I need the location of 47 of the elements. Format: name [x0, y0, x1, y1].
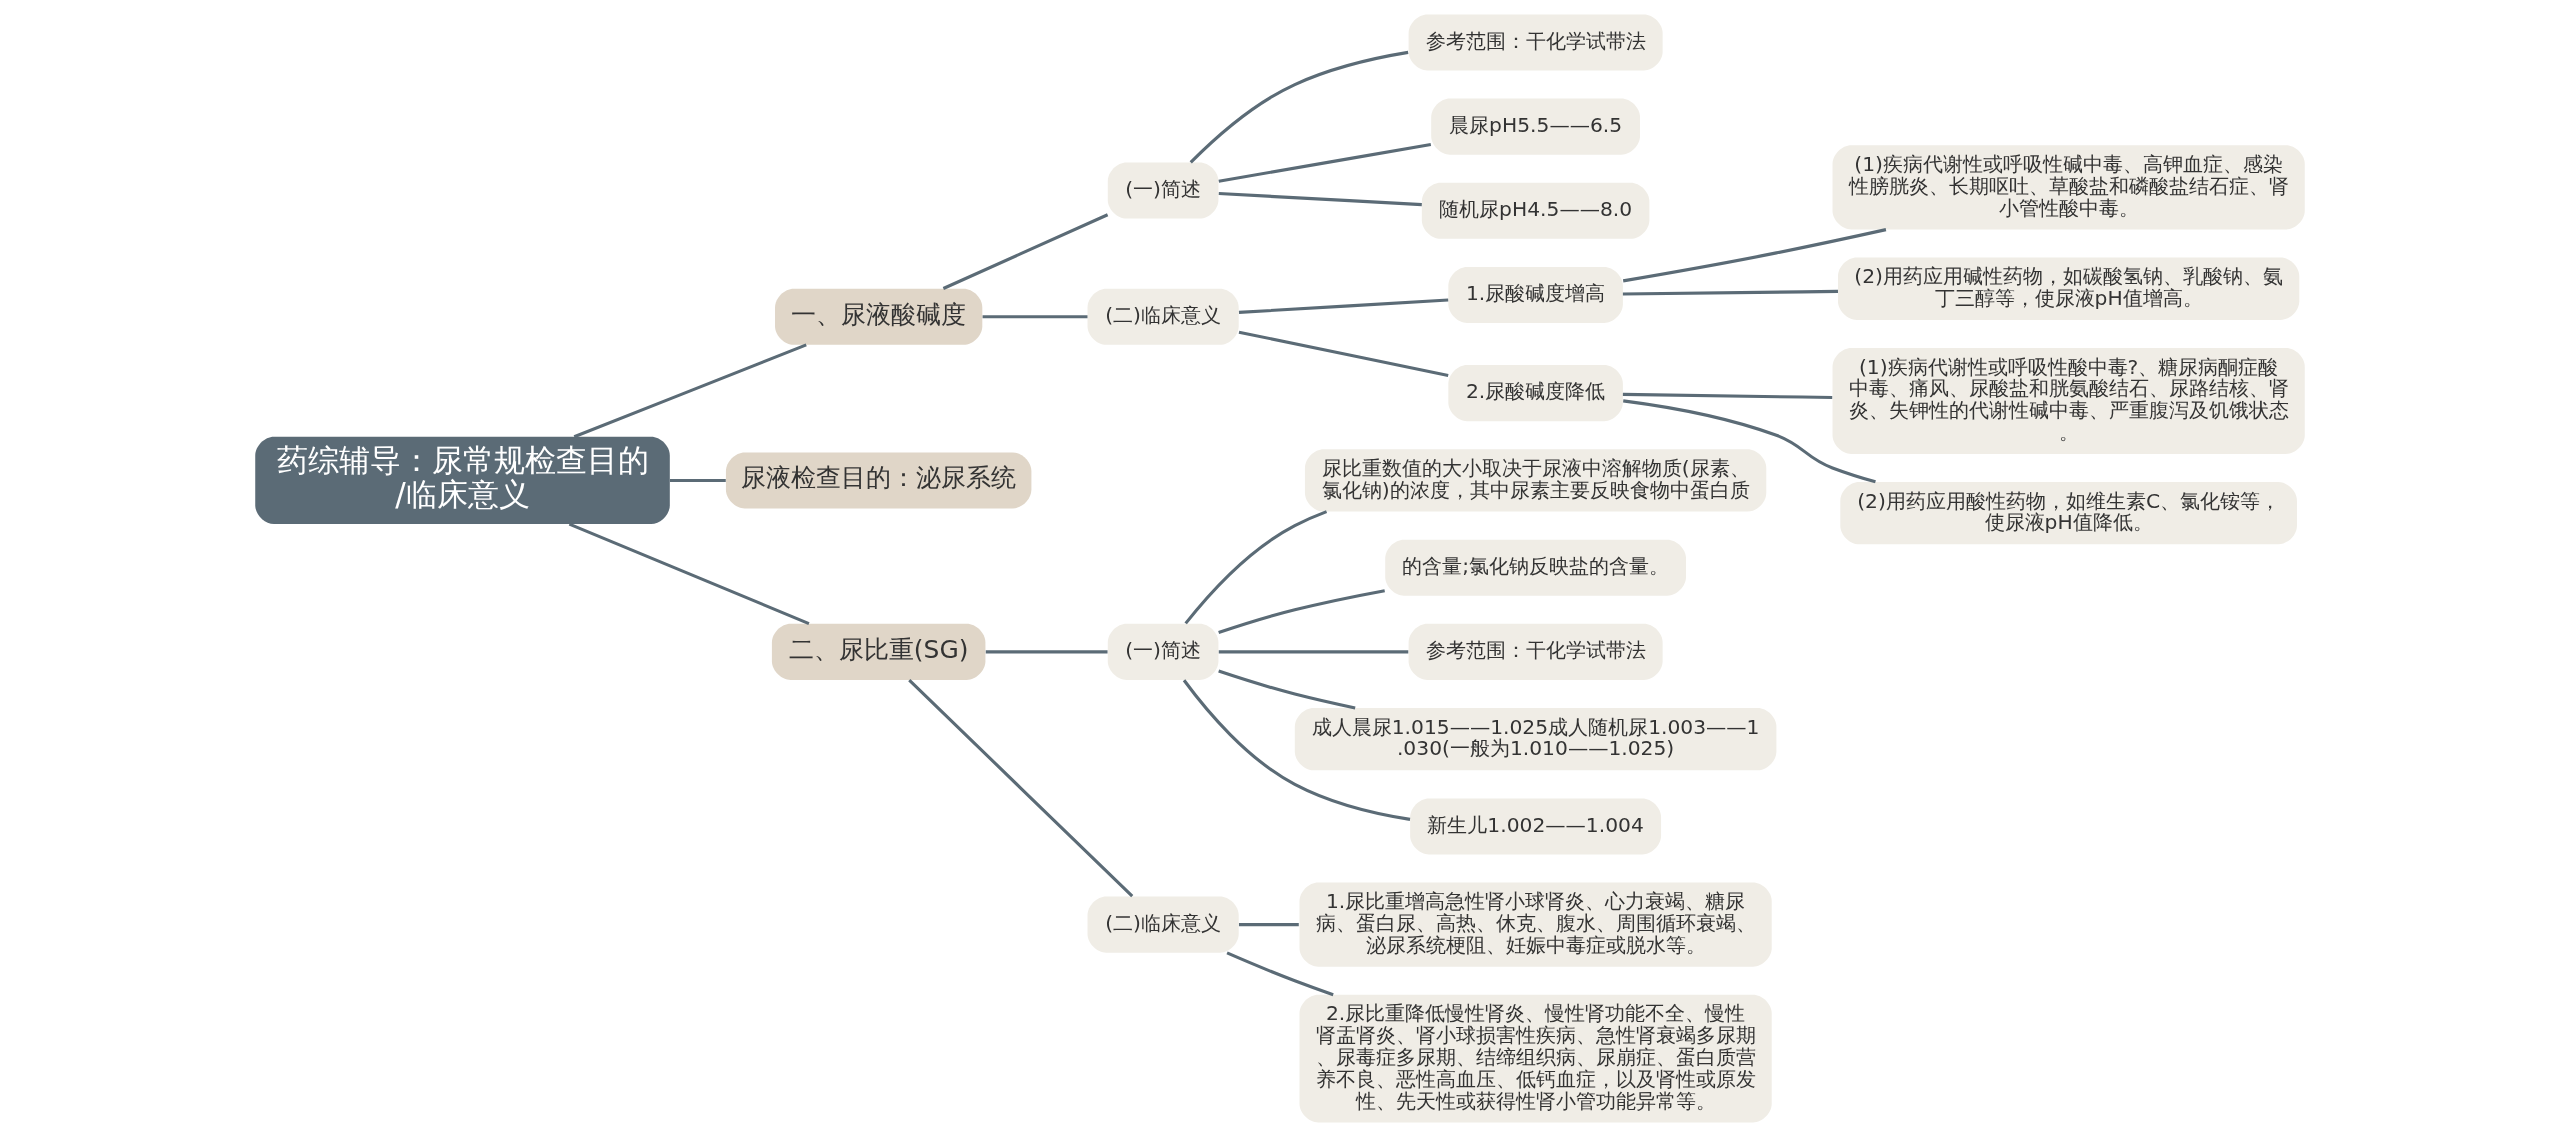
connector	[1189, 50, 1409, 164]
node-box: 尿液检查目的：泌尿系统	[725, 452, 1032, 509]
node-box: 成人晨尿1.015——1.025成人随机尿1.003——1.030(一般为1.010——1.025)	[1294, 708, 1777, 771]
node-box: (一)简述	[1107, 162, 1219, 219]
connector	[1238, 330, 1449, 377]
connector	[1622, 228, 1887, 283]
node-box: 的含量;氯化钠反映盐的含量。	[1385, 539, 1686, 596]
connector	[985, 650, 1108, 654]
node-box: 参考范围：干化学试带法	[1408, 14, 1663, 71]
connector	[568, 522, 810, 626]
connector	[1218, 191, 1422, 207]
connector	[1238, 298, 1449, 314]
node-box: (二)临床意义	[1087, 896, 1239, 953]
node-box: 晨尿pH5.5——6.5	[1431, 98, 1641, 155]
node-box: (二)临床意义	[1087, 288, 1239, 345]
connector	[1218, 589, 1385, 635]
node-box: 随机尿pH4.5——8.0	[1421, 182, 1650, 239]
connector	[1218, 142, 1432, 183]
connector	[670, 478, 726, 482]
node-box: 尿比重数值的大小取决于尿液中溶解物质(尿素、氯化钠)的浓度，其中尿素主要反映食物中蛋白质	[1304, 449, 1767, 512]
connector	[1218, 650, 1409, 654]
connector	[908, 678, 1134, 898]
connector	[982, 315, 1088, 319]
node-box: (2)用药应用碱性药物，如碳酸氢钠、乳酸钠、氨丁三醇等，使尿液pH值增高。	[1837, 257, 2300, 320]
node-box: (1)疾病代谢性或呼吸性酸中毒?、糖尿病酮症酸中毒、痛风、尿酸盐和胱氨酸结石、尿路结核、肾炎、失钾性的代谢性碱中毒、严重腹泻及饥饿状态。	[1832, 347, 2305, 454]
node-box: 1.尿比重增高急性肾小球肾炎、心力衰竭、糖尿病、蛋白尿、高热、休克、腹水、周围循环衰竭、泌尿系统梗阻、妊娠中毒症或脱水等。	[1299, 882, 1772, 967]
node-box: (一)简述	[1107, 623, 1219, 680]
connector	[942, 213, 1109, 290]
connector	[1226, 951, 1334, 997]
connector	[573, 343, 807, 439]
connector	[1182, 679, 1411, 821]
node-box: (2)用药应用酸性药物，如维生素C、氯化铵等，使尿液pH值降低。	[1840, 482, 2297, 545]
node-box: (1)疾病代谢性或呼吸性碱中毒、高钾血症、感染性膀胱炎、长期呕吐、草酸盐和磷酸盐结石症、肾小管性酸中毒。	[1832, 145, 2305, 230]
connector	[1239, 923, 1299, 927]
connector	[1184, 510, 1328, 625]
connector	[1218, 669, 1356, 710]
connector	[1622, 392, 1833, 400]
node-box: 1.尿酸碱度增高	[1448, 266, 1623, 323]
node-box: 一、尿液酸碱度	[775, 288, 983, 345]
node-box: 新生儿1.002——1.004	[1410, 798, 1662, 855]
node-box: 2.尿酸碱度降低	[1448, 365, 1623, 422]
node-box: 二、尿比重(SG)	[771, 623, 986, 680]
connector	[1622, 289, 1838, 296]
connector	[1623, 399, 1876, 484]
node-box: 参考范围：干化学试带法	[1408, 623, 1663, 680]
node-box: 2.尿比重降低慢性肾炎、慢性肾功能不全、慢性肾盂肾炎、肾小球损害性疾病、急性肾衰竭多尿期、尿毒症多尿期、结缔组织病、尿崩症、蛋白质营养不良、恶性高血压、低钙血症，以及肾性或原发性、先天性或获得性肾小管功能异常等。	[1299, 994, 1772, 1123]
node-box: 药综辅导：尿常规检查目的/临床意义	[255, 436, 670, 525]
